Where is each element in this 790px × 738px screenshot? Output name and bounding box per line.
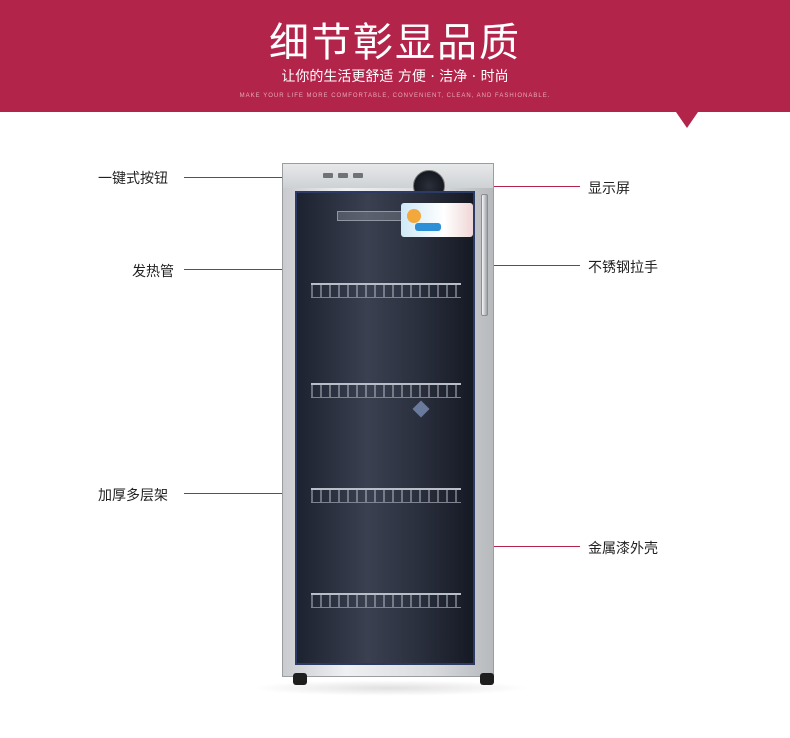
shelf-rack-icon [311, 593, 461, 608]
callout-line-heating-tube [184, 269, 354, 270]
door-emblem-icon [412, 400, 430, 418]
stainless-handle-icon [481, 194, 488, 316]
banner-subtitle: 让你的生活更舒适 方便 · 洁净 · 时尚 [281, 69, 509, 85]
control-panel [283, 164, 493, 188]
panel-button-icon [353, 173, 363, 178]
callout-label-shelves: 加厚多层架 [98, 488, 168, 504]
glass-door [295, 191, 475, 665]
callout-label-handle: 不锈钢拉手 [588, 260, 658, 276]
callout-label-buttons: 一键式按钮 [98, 171, 168, 187]
cabinet-wheel-icon [480, 673, 494, 685]
header-banner: 细节彰显品质 让你的生活更舒适 方便 · 洁净 · 时尚 MAKE YOUR L… [0, 0, 790, 112]
callout-line-display [438, 186, 580, 187]
callout-label-display: 显示屏 [588, 181, 630, 197]
door-sticker [401, 203, 473, 237]
panel-button-icon [323, 173, 333, 178]
shelf-rack-icon [311, 383, 461, 398]
callout-label-shell: 金属漆外壳 [588, 541, 658, 557]
callout-line-handle [486, 265, 580, 266]
product-shadow [250, 680, 530, 696]
banner-caption: MAKE YOUR LIFE MORE COMFORTABLE, CONVENI… [239, 93, 551, 99]
banner-pointer-icon [676, 112, 698, 128]
cabinet-wheel-icon [293, 673, 307, 685]
banner-title: 细节彰显品质 [269, 20, 521, 66]
callout-line-buttons [184, 177, 322, 178]
callout-line-shelves [184, 493, 320, 494]
panel-button-icon [338, 173, 348, 178]
shelf-rack-icon [311, 488, 461, 503]
sticker-disc-icon [407, 209, 421, 223]
sticker-badge-icon [415, 223, 441, 231]
callout-line-shell [486, 546, 580, 547]
callout-label-heating-tube: 发热管 [132, 264, 174, 280]
disinfection-cabinet-image [282, 163, 494, 677]
shelf-rack-icon [311, 283, 461, 298]
